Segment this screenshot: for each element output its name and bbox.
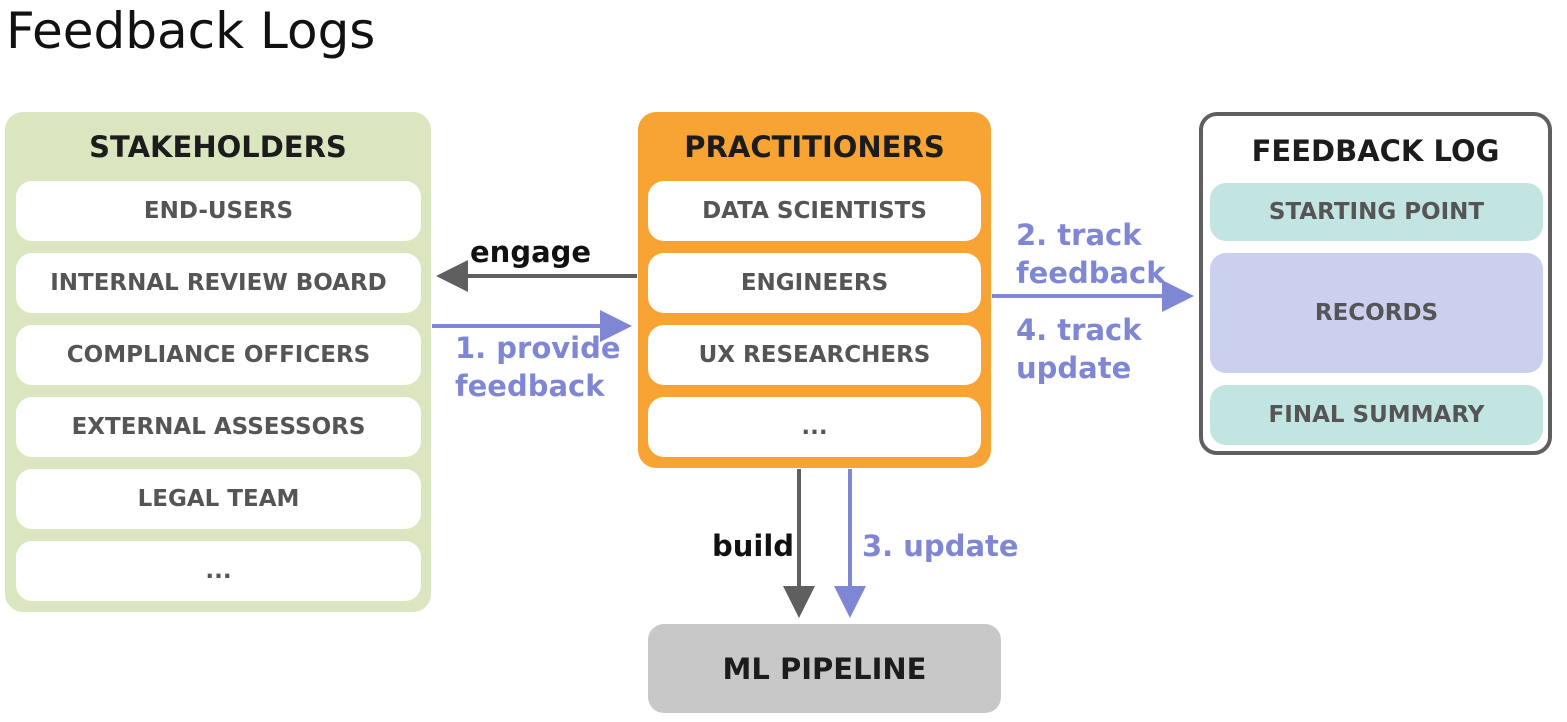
feedback-log-records: RECORDS (1210, 253, 1543, 373)
track-update-label-line1: 4. track (1016, 313, 1142, 347)
stakeholders-panel: STAKEHOLDERS END-USERS INTERNAL REVIEW B… (5, 112, 431, 612)
stakeholder-internal-review-board: INTERNAL REVIEW BOARD (16, 253, 421, 313)
build-label: build (712, 529, 795, 563)
practitioners-panel: PRACTITIONERS DATA SCIENTISTS ENGINEERS … (638, 112, 991, 468)
feedback-log-title: FEEDBACK LOG (1251, 134, 1500, 168)
track-feedback-label-line1: 2. track (1016, 218, 1142, 252)
page-title: Feedback Logs (6, 2, 376, 60)
practitioner-engineers: ENGINEERS (648, 253, 981, 313)
feedback-log-starting-point: STARTING POINT (1210, 183, 1543, 241)
stakeholders-title: STAKEHOLDERS (89, 130, 347, 164)
stakeholder-compliance-officers: COMPLIANCE OFFICERS (16, 325, 421, 385)
stakeholder-external-assessors: EXTERNAL ASSESSORS (16, 397, 421, 457)
track-feedback-label-line2: feedback (1016, 256, 1166, 290)
provide-feedback-label-line2: feedback (455, 369, 605, 403)
practitioner-more: ... (648, 397, 981, 457)
practitioner-data-scientists: DATA SCIENTISTS (648, 181, 981, 241)
practitioners-title: PRACTITIONERS (684, 130, 945, 164)
feedback-log-final-summary: FINAL SUMMARY (1210, 385, 1543, 445)
stakeholder-more: ... (16, 541, 421, 601)
practitioner-ux-researchers: UX RESEARCHERS (648, 325, 981, 385)
feedback-log-panel: FEEDBACK LOG STARTING POINT RECORDS FINA… (1199, 112, 1552, 455)
ml-pipeline-box: ML PIPELINE (648, 624, 1001, 713)
stakeholder-legal-team: LEGAL TEAM (16, 469, 421, 529)
engage-label: engage (470, 235, 592, 269)
provide-feedback-label-line1: 1. provide (455, 331, 621, 365)
update-label: 3. update (862, 529, 1019, 563)
track-update-label-line2: update (1016, 351, 1132, 385)
stakeholder-end-users: END-USERS (16, 181, 421, 241)
